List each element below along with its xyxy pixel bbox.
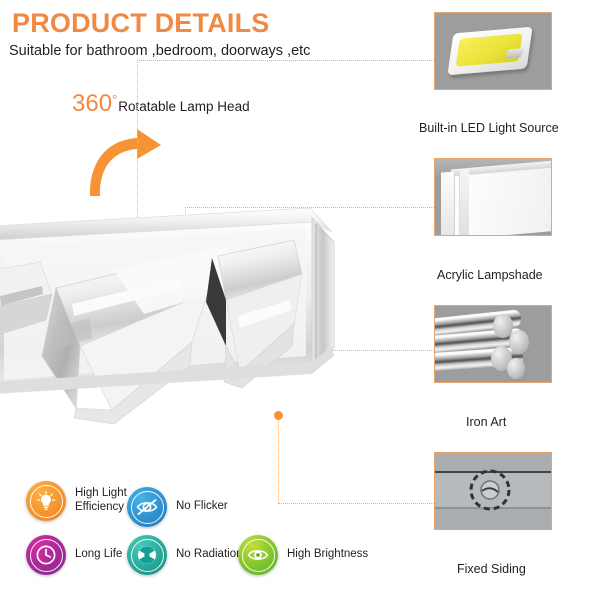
callout-label-led: Built-in LED Light Source	[419, 121, 559, 135]
iron-rod-end	[507, 358, 525, 379]
curved-arrow-icon	[89, 129, 161, 196]
eye-brightness-icon	[247, 550, 269, 560]
page-subtitle: Suitable for bathroom ,bedroom, doorways…	[9, 43, 311, 59]
feature-no-flicker: No Flicker	[127, 487, 228, 527]
acrylic-left-edge	[441, 171, 455, 235]
long-life-label: Long Life	[75, 548, 123, 561]
eye-no-flicker-icon	[136, 499, 158, 515]
siding-seam-bottom	[435, 507, 551, 509]
siding-band-bottom	[435, 509, 551, 529]
no-flicker-badge	[127, 487, 167, 527]
leader-line-siding-vertical	[278, 415, 279, 503]
iron-rod-end	[491, 346, 512, 371]
leader-line-led-horizontal-top	[137, 60, 442, 61]
callout-panel-led	[434, 12, 552, 90]
acrylic-second-edge	[459, 169, 469, 235]
page-title: PRODUCT DETAILS	[12, 8, 270, 38]
leader-dot-siding	[274, 411, 283, 420]
leader-line-acrylic-horizontal	[185, 207, 442, 208]
high-brightness-label: High Brightness	[287, 548, 369, 561]
rotatable-callout: 360 ° Rotatable Lamp Head	[72, 92, 250, 116]
callout-label-acrylic: Acrylic Lampshade	[437, 268, 543, 282]
high-light-efficiency-badge	[26, 481, 66, 521]
high-light-efficiency-label: High Light Efficiency	[75, 487, 127, 513]
radiation-icon	[138, 546, 156, 564]
feature-high-brightness: High Brightness	[238, 535, 368, 575]
long-life-badge	[26, 535, 66, 575]
iron-rod-end	[509, 330, 529, 354]
no-radiation-label: No Radiation	[176, 548, 243, 561]
iron-rods-image	[435, 306, 551, 382]
clock-icon	[36, 545, 56, 565]
led-lead-frame	[504, 47, 526, 59]
feature-high-light-efficiency: High Light Efficiency	[26, 481, 127, 521]
iron-rod-end	[493, 314, 513, 338]
callout-label-siding: Fixed Siding	[457, 562, 526, 576]
high-brightness-badge	[238, 535, 278, 575]
feature-no-radiation: No Radiation	[127, 535, 242, 575]
callout-panel-iron	[434, 305, 552, 383]
leader-line-led-vertical	[137, 60, 138, 303]
lightbulb-icon	[36, 490, 56, 510]
degree-symbol: °	[112, 92, 118, 107]
siding-band-top	[435, 453, 551, 471]
callout-panel-acrylic	[434, 158, 552, 236]
leader-line-siding-horizontal	[278, 503, 442, 504]
no-flicker-label: No Flicker	[176, 500, 228, 513]
acrylic-lampshade-image	[435, 159, 551, 235]
rotatable-value: 360	[72, 90, 113, 117]
chrome-vanity-light-fixture	[0, 207, 335, 425]
callout-panel-siding	[434, 452, 552, 530]
siding-screw-icon	[469, 469, 511, 511]
leader-line-iron-horizontal	[300, 350, 442, 351]
feature-long-life: Long Life	[26, 535, 122, 575]
led-chip-image	[447, 26, 533, 76]
rotatable-label: Rotatable Lamp Head	[118, 99, 250, 114]
no-radiation-badge	[127, 535, 167, 575]
fixed-siding-image	[435, 453, 551, 529]
callout-label-iron: Iron Art	[466, 415, 507, 429]
